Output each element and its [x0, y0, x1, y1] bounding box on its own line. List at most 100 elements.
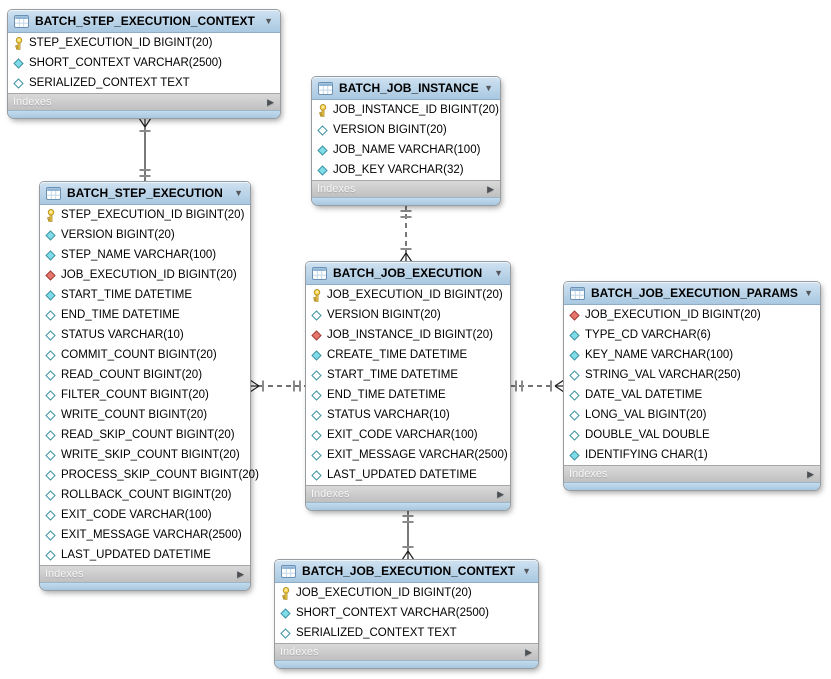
- table-batch-job-instance[interactable]: BATCH_JOB_INSTANCE▼JOB_INSTANCE_ID BIGIN…: [312, 77, 500, 205]
- column-row[interactable]: STEP_NAME VARCHAR(100): [40, 245, 250, 265]
- relationship-batch-job-execution-to-batch-job-execution-params[interactable]: [510, 379, 565, 393]
- column-list: JOB_INSTANCE_ID BIGINT(20) VERSION BIGINT…: [312, 100, 500, 180]
- collapse-arrow-icon[interactable]: ▼: [484, 82, 493, 93]
- column-row[interactable]: EXIT_MESSAGE VARCHAR(2500): [306, 445, 510, 465]
- column-row[interactable]: KEY_NAME VARCHAR(100): [564, 345, 820, 365]
- column-row[interactable]: VERSION BIGINT(20): [306, 305, 510, 325]
- table-header[interactable]: BATCH_JOB_INSTANCE▼: [312, 77, 500, 100]
- column-row[interactable]: SHORT_CONTEXT VARCHAR(2500): [275, 603, 538, 623]
- table-title: BATCH_STEP_EXECUTION_CONTEXT: [35, 14, 255, 28]
- collapse-arrow-icon[interactable]: ▼: [804, 287, 813, 298]
- expand-arrow-icon[interactable]: ▶: [267, 96, 274, 107]
- collapse-arrow-icon[interactable]: ▼: [264, 15, 273, 26]
- column-row[interactable]: STEP_EXECUTION_ID BIGINT(20): [8, 33, 280, 53]
- column-row[interactable]: JOB_KEY VARCHAR(32): [312, 160, 500, 180]
- table-batch-job-execution-context[interactable]: BATCH_JOB_EXECUTION_CONTEXT▼JOB_EXECUTIO…: [275, 560, 538, 668]
- column-row[interactable]: READ_SKIP_COUNT BIGINT(20): [40, 425, 250, 445]
- nullable-diamond-icon: [44, 389, 57, 401]
- indexes-bar[interactable]: Indexes▶: [312, 180, 500, 197]
- relationship-batch-job-execution-to-batch-job-execution-context[interactable]: [401, 510, 415, 561]
- column-row[interactable]: JOB_EXECUTION_ID BIGINT(20): [275, 583, 538, 603]
- nullable-diamond-icon: [310, 309, 323, 321]
- column-row[interactable]: START_TIME DATETIME: [306, 365, 510, 385]
- column-row[interactable]: LAST_UPDATED DATETIME: [306, 465, 510, 485]
- column-row[interactable]: JOB_NAME VARCHAR(100): [312, 140, 500, 160]
- column-row[interactable]: CREATE_TIME DATETIME: [306, 345, 510, 365]
- column-row[interactable]: VERSION BIGINT(20): [312, 120, 500, 140]
- column-row[interactable]: FILTER_COUNT BIGINT(20): [40, 385, 250, 405]
- column-definition: EXIT_CODE VARCHAR(100): [61, 509, 212, 521]
- table-title: BATCH_STEP_EXECUTION: [67, 186, 223, 200]
- column-list: JOB_EXECUTION_ID BIGINT(20)TYPE_CD VARCH…: [564, 305, 820, 465]
- table-header[interactable]: BATCH_JOB_EXECUTION▼: [306, 262, 510, 285]
- column-row[interactable]: JOB_EXECUTION_ID BIGINT(20): [306, 285, 510, 305]
- column-row[interactable]: EXIT_CODE VARCHAR(100): [306, 425, 510, 445]
- column-row[interactable]: STEP_EXECUTION_ID BIGINT(20): [40, 205, 250, 225]
- expand-arrow-icon[interactable]: ▶: [525, 646, 532, 657]
- table-header[interactable]: BATCH_STEP_EXECUTION ▼: [40, 182, 250, 205]
- column-row[interactable]: ROLLBACK_COUNT BIGINT(20): [40, 485, 250, 505]
- column-row[interactable]: EXIT_MESSAGE VARCHAR(2500): [40, 525, 250, 545]
- table-batch-job-execution-params[interactable]: BATCH_JOB_EXECUTION_PARAMS ▼ JOB_EXECUTION…: [564, 282, 820, 490]
- column-row[interactable]: VERSION BIGINT(20): [40, 225, 250, 245]
- relationship-batch-step-execution-context-to-batch-step-execution[interactable]: [138, 117, 152, 182]
- column-row[interactable]: STRING_VAL VARCHAR(250): [564, 365, 820, 385]
- relationship-batch-job-instance-to-batch-job-execution[interactable]: [399, 205, 413, 263]
- column-row[interactable]: DOUBLE_VAL DOUBLE: [564, 425, 820, 445]
- column-row[interactable]: END_TIME DATETIME: [306, 385, 510, 405]
- column-row[interactable]: JOB_INSTANCE_ID BIGINT(20): [312, 100, 500, 120]
- table-header[interactable]: BATCH_JOB_EXECUTION_CONTEXT▼: [275, 560, 538, 583]
- column-row[interactable]: SERIALIZED_CONTEXT TEXT: [8, 73, 280, 93]
- column-row[interactable]: COMMIT_COUNT BIGINT(20): [40, 345, 250, 365]
- indexes-bar[interactable]: Indexes▶: [306, 485, 510, 502]
- column-row[interactable]: JOB_EXECUTION_ID BIGINT(20): [564, 305, 820, 325]
- indexes-bar[interactable]: Indexes▶: [8, 93, 280, 110]
- expand-arrow-icon[interactable]: ▶: [487, 183, 494, 194]
- column-definition: LAST_UPDATED DATETIME: [61, 549, 211, 561]
- nullable-diamond-icon: [44, 509, 57, 521]
- column-row[interactable]: LAST_UPDATED DATETIME: [40, 545, 250, 565]
- column-row[interactable]: READ_COUNT BIGINT(20): [40, 365, 250, 385]
- column-row[interactable]: WRITE_COUNT BIGINT(20): [40, 405, 250, 425]
- table-batch-step-execution-context[interactable]: BATCH_STEP_EXECUTION_CONTEXT ▼ STEP_EXECUT…: [8, 10, 280, 118]
- column-row[interactable]: DATE_VAL DATETIME: [564, 385, 820, 405]
- column-row[interactable]: SHORT_CONTEXT VARCHAR(2500): [8, 53, 280, 73]
- column-definition: SHORT_CONTEXT VARCHAR(2500): [29, 57, 223, 69]
- table-title: BATCH_JOB_EXECUTION_PARAMS: [591, 286, 798, 300]
- indexes-bar[interactable]: Indexes▶: [40, 565, 250, 582]
- table-header[interactable]: BATCH_STEP_EXECUTION_CONTEXT ▼: [8, 10, 280, 33]
- notnull-diamond-icon: [279, 607, 292, 619]
- table-batch-step-execution[interactable]: BATCH_STEP_EXECUTION ▼ STEP_EXECUTION_ID B…: [40, 182, 259, 590]
- collapse-arrow-icon[interactable]: ▼: [234, 187, 243, 198]
- column-row[interactable]: PROCESS_SKIP_COUNT BIGINT(20): [40, 465, 259, 485]
- column-row[interactable]: SERIALIZED_CONTEXT TEXT: [275, 623, 538, 643]
- column-row[interactable]: JOB_EXECUTION_ID BIGINT(20): [40, 265, 250, 285]
- column-row[interactable]: WRITE_SKIP_COUNT BIGINT(20): [40, 445, 250, 465]
- column-definition: PROCESS_SKIP_COUNT BIGINT(20): [61, 469, 259, 481]
- column-definition: VERSION BIGINT(20): [333, 124, 447, 136]
- expand-arrow-icon[interactable]: ▶: [497, 488, 504, 499]
- indexes-bar[interactable]: Indexes▶: [564, 465, 820, 482]
- column-row[interactable]: START_TIME DATETIME: [40, 285, 250, 305]
- table-batch-job-execution[interactable]: BATCH_JOB_EXECUTION▼JOB_EXECUTION_ID BIG…: [306, 262, 510, 510]
- expand-arrow-icon[interactable]: ▶: [807, 468, 814, 479]
- relationship-batch-step-execution-to-batch-job-execution[interactable]: [249, 379, 306, 393]
- column-row[interactable]: EXIT_CODE VARCHAR(100): [40, 505, 250, 525]
- column-row[interactable]: STATUS VARCHAR(10): [40, 325, 250, 345]
- column-definition: VERSION BIGINT(20): [327, 309, 441, 321]
- column-row[interactable]: END_TIME DATETIME: [40, 305, 250, 325]
- column-row[interactable]: JOB_INSTANCE_ID BIGINT(20): [306, 325, 510, 345]
- collapse-arrow-icon[interactable]: ▼: [522, 565, 531, 576]
- column-row[interactable]: TYPE_CD VARCHAR(6): [564, 325, 820, 345]
- expand-arrow-icon[interactable]: ▶: [237, 568, 244, 579]
- collapse-arrow-icon[interactable]: ▼: [494, 267, 503, 278]
- table-header[interactable]: BATCH_JOB_EXECUTION_PARAMS ▼: [564, 282, 820, 305]
- column-row[interactable]: LONG_VAL BIGINT(20): [564, 405, 820, 425]
- column-row[interactable]: STATUS VARCHAR(10): [306, 405, 510, 425]
- nullable-diamond-icon: [44, 369, 57, 381]
- column-row[interactable]: IDENTIFYING CHAR(1): [564, 445, 820, 465]
- column-definition: IDENTIFYING CHAR(1): [585, 449, 708, 461]
- indexes-bar[interactable]: Indexes▶: [275, 643, 538, 660]
